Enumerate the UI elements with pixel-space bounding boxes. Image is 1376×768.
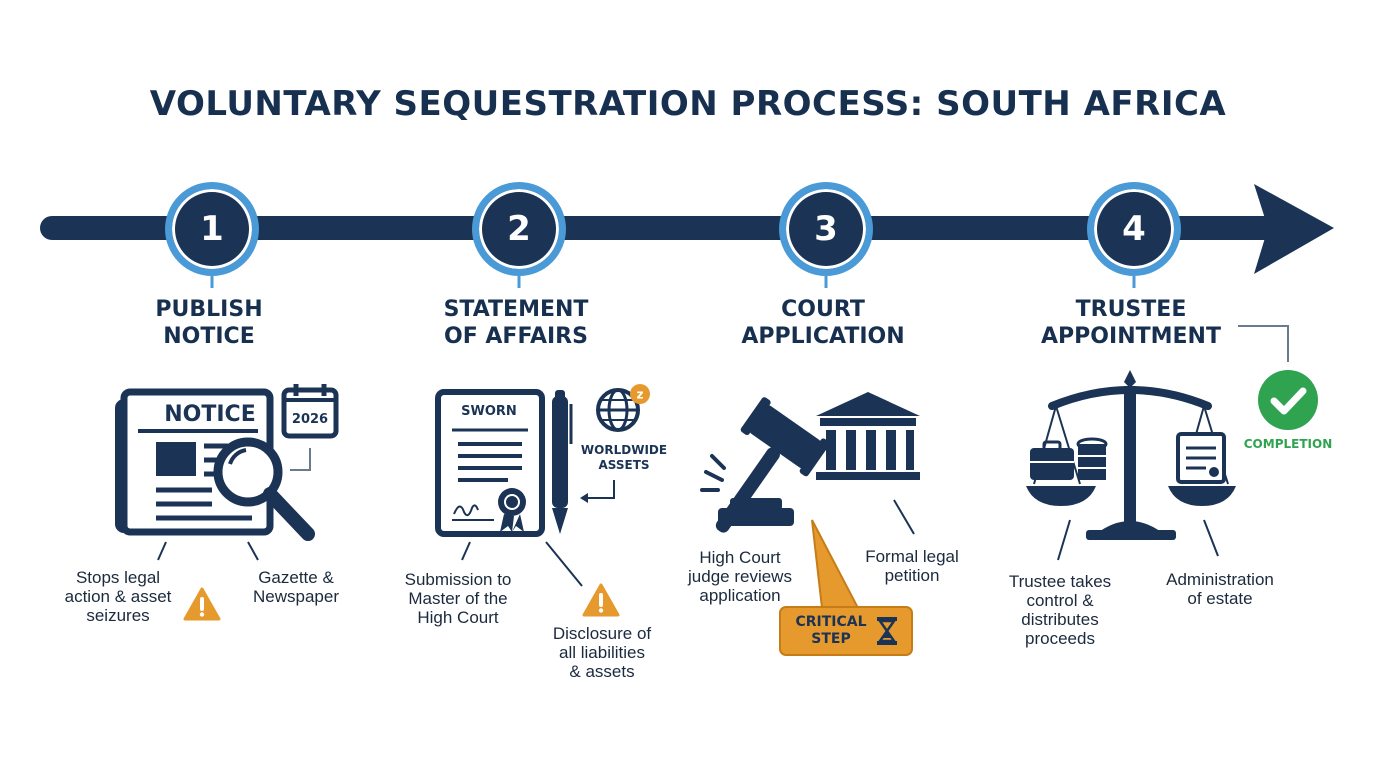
calendar-year: 2026 <box>291 412 329 427</box>
step-1-caption-left: Stops legal action & asset seizures <box>48 568 188 625</box>
badge-line: STEP <box>811 631 851 647</box>
step-4-title: TRUSTEE APPOINTMENT <box>1011 296 1251 350</box>
step-3-circle: 3 <box>779 182 873 276</box>
step-3-caption-right: Formal legal petition <box>846 547 978 585</box>
page-title: VOLUNTARY SEQUESTRATION PROCESS: SOUTH A… <box>149 84 1227 124</box>
caption-line: Trustee takes <box>1008 572 1112 591</box>
warning-icon <box>582 583 620 617</box>
caption-line: application <box>699 586 781 605</box>
step-3-caption-left: High Court judge reviews application <box>672 548 808 605</box>
globe-label-line: WORLDWIDE <box>580 443 668 457</box>
caption-line: Newspaper <box>253 587 339 606</box>
critical-step-label: CRITICAL STEP <box>789 614 873 648</box>
completion-connector <box>1238 325 1289 362</box>
caption-line: Master of the <box>408 589 508 608</box>
caption-line: Administration <box>1166 570 1274 589</box>
step-2-title-line2: OF AFFAIRS <box>444 324 588 349</box>
step-1-title-line1: PUBLISH <box>155 297 263 322</box>
caption-line: of estate <box>1187 589 1253 608</box>
caption-line: action & asset <box>64 587 172 606</box>
caption-line: seizures <box>86 606 150 625</box>
step-2-title: STATEMENT OF AFFAIRS <box>396 296 636 350</box>
caption-line: & assets <box>569 662 635 681</box>
step-3-title-line1: COURT <box>781 297 865 322</box>
step-1-caption-connectors <box>157 541 259 561</box>
step-4-title-line1: TRUSTEE <box>1075 297 1187 322</box>
caption-line: Submission to <box>404 570 512 589</box>
warning-icon <box>183 587 221 621</box>
step-3-title: COURT APPLICATION <box>703 296 943 350</box>
caption-line: Disclosure of <box>552 624 652 643</box>
hourglass-icon <box>877 617 897 645</box>
step-2-caption-right: Disclosure of all liabilities & assets <box>532 624 672 681</box>
step-2-circle: 2 <box>472 182 566 276</box>
newspaper-magnifier-icon <box>115 384 339 541</box>
step-3-caption-connector <box>893 499 915 535</box>
caption-line: High Court <box>699 548 781 567</box>
step-4-caption-left: Trustee takes control & distributes proc… <box>988 572 1132 648</box>
step-2-caption-connectors <box>461 541 583 587</box>
document-heading: SWORN <box>461 404 517 419</box>
gavel-courthouse-icon <box>700 392 920 533</box>
caption-line: distributes <box>1021 610 1099 629</box>
sworn-document-pen-icon: z <box>435 384 650 537</box>
step-1-circle: 1 <box>165 182 259 276</box>
caption-line: control & <box>1026 591 1094 610</box>
caption-line: High Court <box>417 608 499 627</box>
step-3-number: 3 <box>814 209 838 249</box>
step-3-title-line2: APPLICATION <box>741 324 905 349</box>
badge-line: CRITICAL <box>795 614 867 630</box>
completion-label: COMPLETION <box>1243 437 1333 451</box>
step-2-title-line1: STATEMENT <box>443 297 589 322</box>
caption-line: all liabilities <box>559 643 645 662</box>
globe-label-line: ASSETS <box>598 458 650 472</box>
scales-of-justice-icon <box>1026 370 1236 540</box>
step-1-title-line2: NOTICE <box>163 324 255 349</box>
checkmark-circle-icon <box>1258 370 1318 430</box>
step-4-caption-right: Administration of estate <box>1142 570 1298 608</box>
caption-line: proceeds <box>1025 629 1095 648</box>
step-4-title-line2: APPOINTMENT <box>1041 324 1221 349</box>
step-4-circle: 4 <box>1087 182 1181 276</box>
step-1-number: 1 <box>200 209 224 249</box>
caption-line: Formal legal <box>865 547 959 566</box>
caption-line: Gazette & <box>258 568 334 587</box>
caption-line: Stops legal <box>75 568 161 587</box>
step-4-number: 4 <box>1122 209 1146 249</box>
newspaper-heading: NOTICE <box>164 402 256 427</box>
globe-label: WORLDWIDE ASSETS <box>574 443 674 473</box>
caption-line: judge reviews <box>688 567 792 586</box>
step-4-caption-connectors <box>1057 519 1219 561</box>
step-2-number: 2 <box>507 209 531 249</box>
critical-step-badge: CRITICAL STEP <box>779 606 913 656</box>
coin-label: ZAR <box>1080 446 1104 457</box>
step-1-title: PUBLISH NOTICE <box>89 296 329 350</box>
caption-line: petition <box>884 566 940 585</box>
step-2-caption-left: Submission to Master of the High Court <box>386 570 530 627</box>
svg-text:z: z <box>637 388 644 402</box>
step-1-caption-right: Gazette & Newspaper <box>232 568 360 606</box>
